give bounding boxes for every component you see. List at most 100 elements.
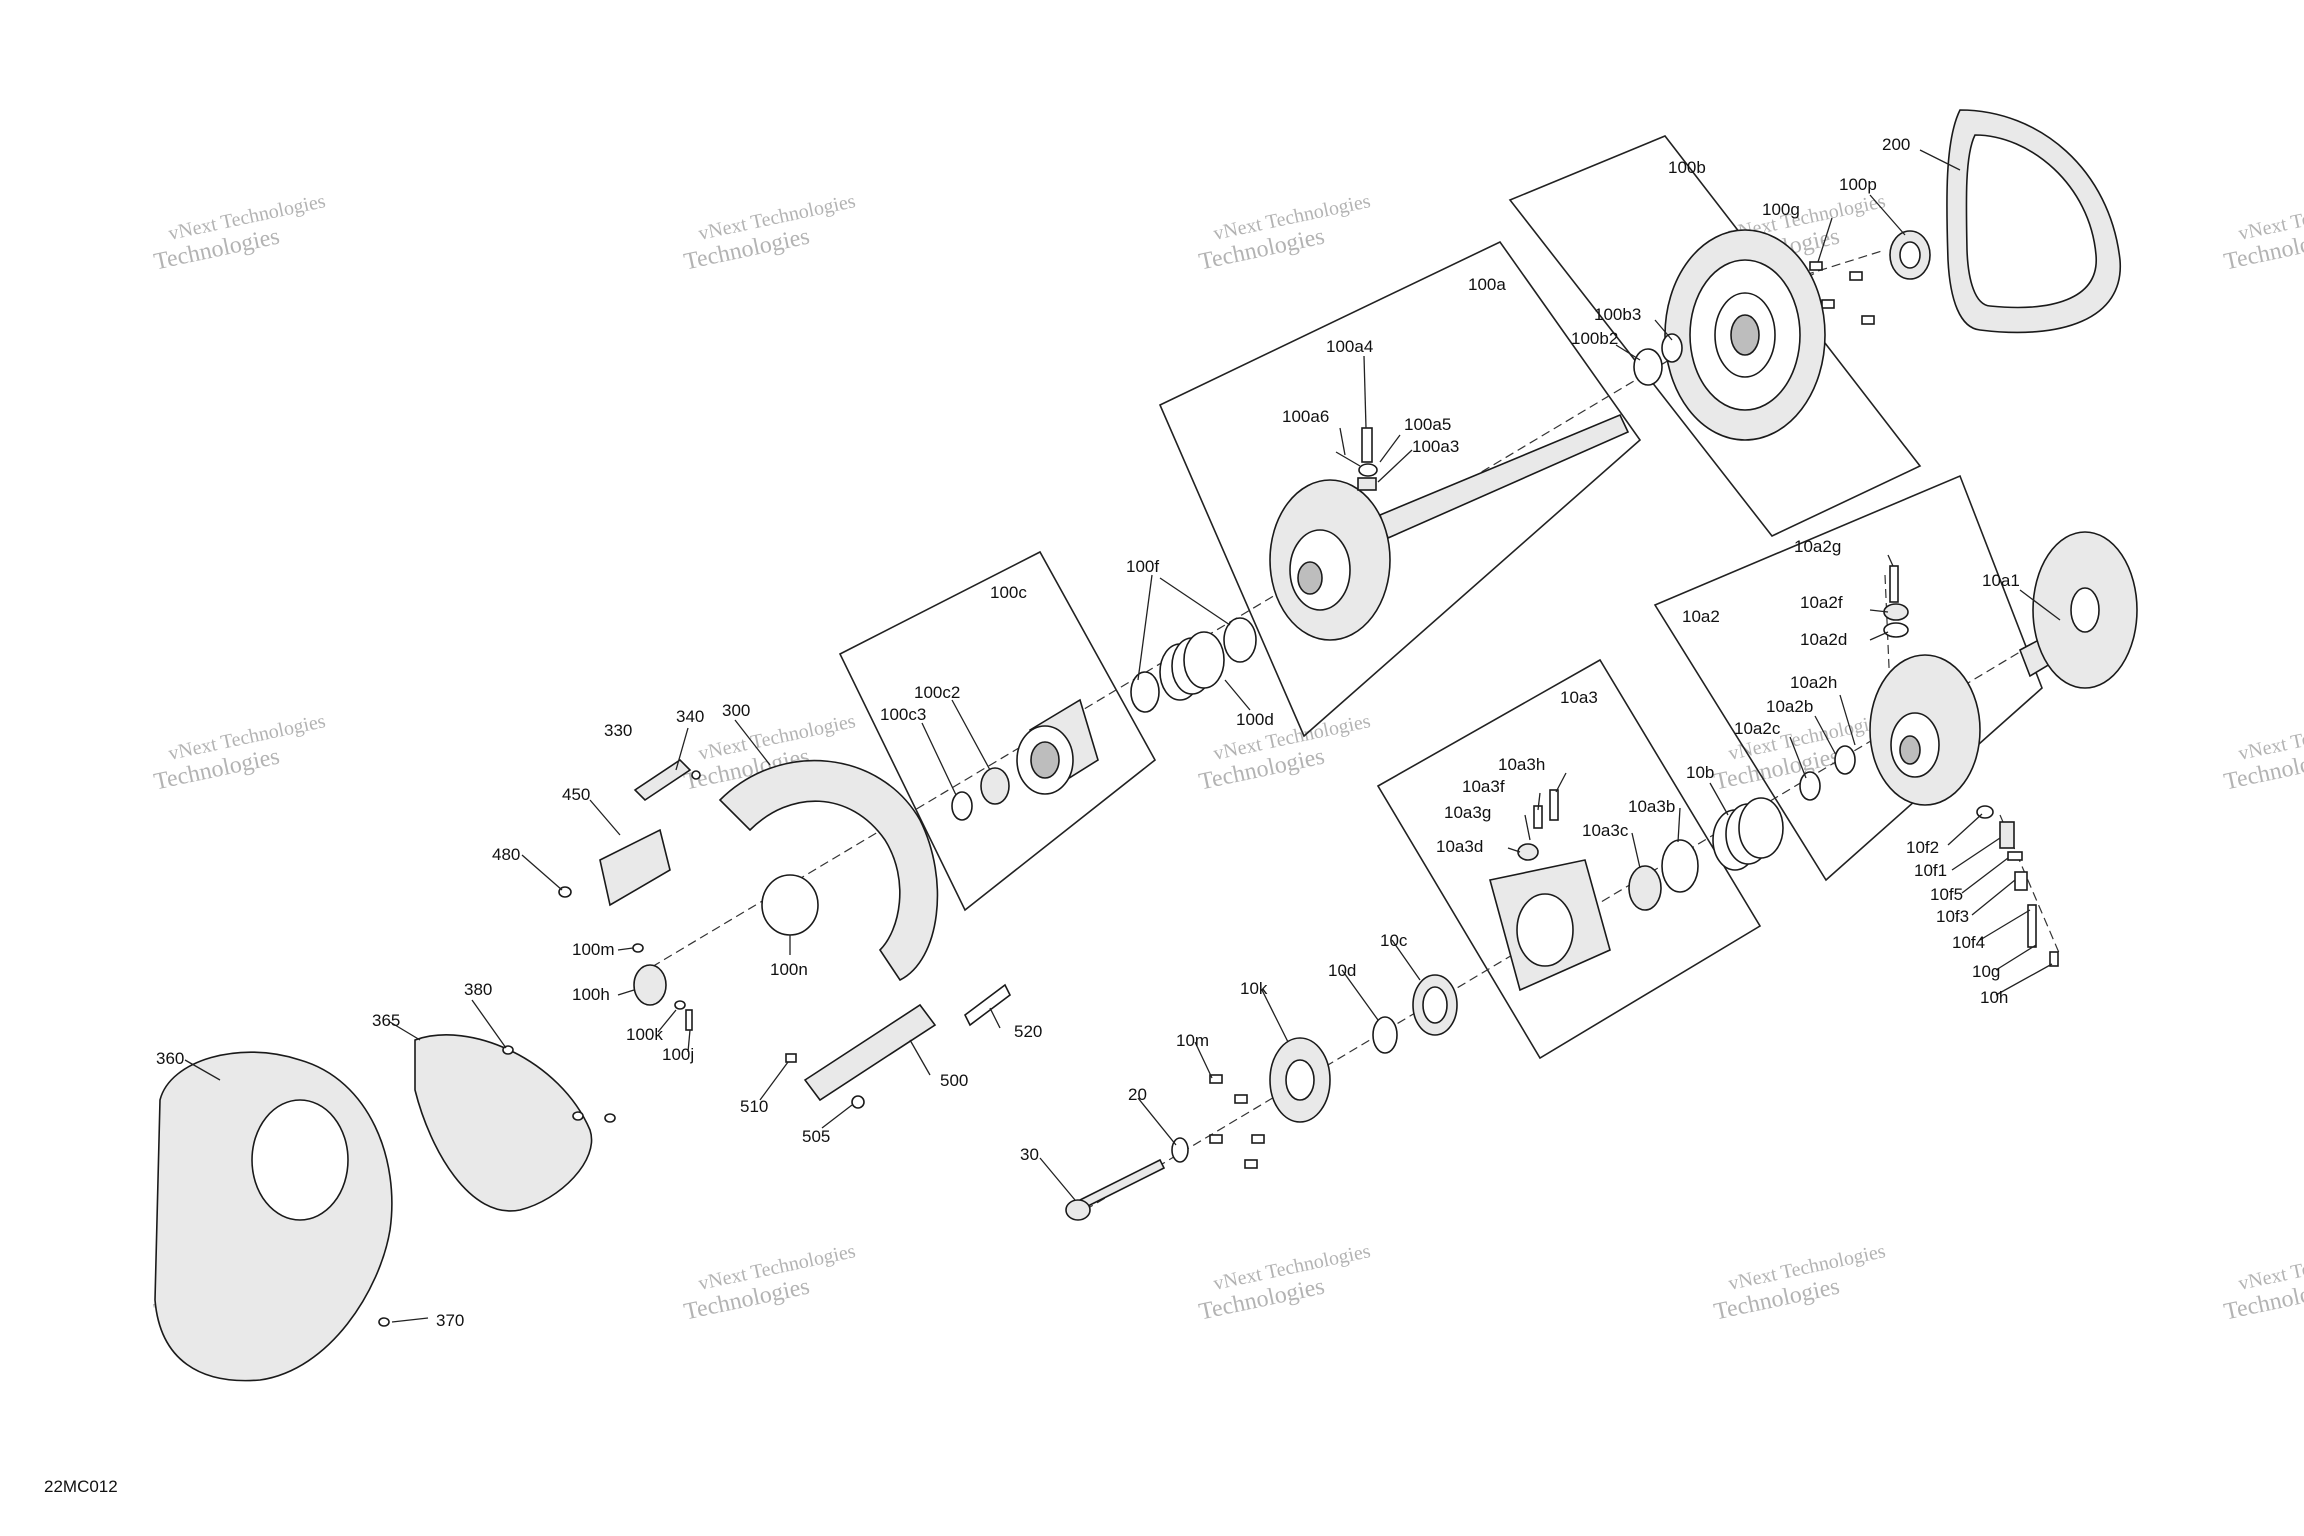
callout-300: 300 <box>722 701 750 720</box>
callout-100c: 100c <box>990 583 1027 602</box>
part-10a2g-bolt[interactable] <box>1889 565 1899 603</box>
part-100c3-ring[interactable] <box>951 791 973 821</box>
part-100m-pin[interactable] <box>632 943 644 953</box>
part-330-bracket[interactable] <box>633 758 692 802</box>
part-100n-washer[interactable] <box>761 874 819 936</box>
callout-10f4: 10f4 <box>1952 933 1985 952</box>
part-100k-washer[interactable] <box>674 1000 686 1010</box>
callout-100b2: 100b2 <box>1571 329 1618 348</box>
part-100a5-washer[interactable] <box>1358 463 1378 477</box>
callout-20: 20 <box>1128 1085 1147 1104</box>
callout-10a2h: 10a2h <box>1790 673 1837 692</box>
callout-100j: 100j <box>662 1045 694 1064</box>
part-100c2-bushing[interactable] <box>980 767 1010 805</box>
part-100h-bracket[interactable] <box>633 964 667 1006</box>
part-10a2h-ring[interactable] <box>1834 745 1856 775</box>
callout-labels: 100b 200 100p 100g 100a 100b3 100b2 100a… <box>156 135 2020 1330</box>
part-100f-small-ring[interactable] <box>1130 671 1160 713</box>
part-10k-cover[interactable] <box>1269 1037 1331 1123</box>
callout-100a6: 100a6 <box>1282 407 1329 426</box>
part-10a3b-ring[interactable] <box>1661 839 1699 893</box>
part-500-bracket[interactable] <box>803 1003 937 1102</box>
part-100p-bearing[interactable] <box>1889 230 1931 280</box>
part-100d-spring[interactable] <box>1159 631 1225 701</box>
part-100a6-pin[interactable] <box>1335 451 1361 467</box>
part-100b3-ring[interactable] <box>1661 333 1683 363</box>
callout-10a3f: 10a3f <box>1462 777 1505 796</box>
callout-10g: 10g <box>1972 962 2000 981</box>
part-10c-bearing[interactable] <box>1412 974 1458 1036</box>
part-20-washer[interactable] <box>1171 1137 1189 1163</box>
callout-30: 30 <box>1020 1145 1039 1164</box>
callout-10b: 10b <box>1686 763 1714 782</box>
part-505-nut[interactable] <box>851 1095 865 1109</box>
callout-100h: 100h <box>572 985 610 1004</box>
part-100a-movable-sheave[interactable] <box>1269 413 1630 641</box>
part-520-clip[interactable] <box>963 983 1012 1027</box>
callout-100a5: 100a5 <box>1404 415 1451 434</box>
callout-450: 450 <box>562 785 590 804</box>
callout-100p: 100p <box>1839 175 1877 194</box>
part-10f-rollers[interactable] <box>1976 805 2059 967</box>
part-100g-bolts[interactable] <box>1809 261 1875 325</box>
callout-200: 200 <box>1882 135 1910 154</box>
callout-100g: 100g <box>1762 200 1800 219</box>
callout-10a2b: 10a2b <box>1766 697 1813 716</box>
group-box-100a <box>1158 240 1642 738</box>
callout-100b3: 100b3 <box>1594 305 1641 324</box>
part-510-screw[interactable] <box>785 1053 797 1063</box>
part-10a2d-washer[interactable] <box>1883 622 1909 638</box>
callout-100a3: 100a3 <box>1412 437 1459 456</box>
callout-100m: 100m <box>572 940 615 959</box>
callout-100a: 100a <box>1468 275 1506 294</box>
callout-10a3c: 10a3c <box>1582 821 1629 840</box>
callout-340: 340 <box>676 707 704 726</box>
part-10a3d-cap[interactable] <box>1517 843 1539 861</box>
part-300-guard[interactable] <box>718 759 939 982</box>
callout-510: 510 <box>740 1097 768 1116</box>
part-10b-spring[interactable] <box>1712 797 1784 871</box>
callout-10a2: 10a2 <box>1682 607 1720 626</box>
part-100b2-bushing[interactable] <box>1633 348 1663 386</box>
group-box-100c <box>838 550 1157 912</box>
part-10a2-movable-sheave[interactable] <box>1869 654 1981 806</box>
callout-380: 380 <box>464 980 492 999</box>
callout-10h: 10h <box>1980 988 2008 1007</box>
callout-10a2g: 10a2g <box>1794 537 1841 556</box>
part-370-nut[interactable] <box>378 1317 390 1327</box>
callout-500: 500 <box>940 1071 968 1090</box>
part-100a4-bolt[interactable] <box>1361 427 1373 463</box>
callout-520: 520 <box>1014 1022 1042 1041</box>
part-100b-fixed-sheave[interactable] <box>1664 229 1826 441</box>
part-10d-ring[interactable] <box>1372 1016 1398 1054</box>
part-100c-spider[interactable] <box>1016 698 1099 795</box>
part-100j-screw[interactable] <box>685 1009 693 1031</box>
part-10a2c-ring[interactable] <box>1799 771 1821 801</box>
part-380-screws[interactable] <box>502 1045 616 1123</box>
part-10a1-fixed-sheave[interactable] <box>2018 531 2138 689</box>
part-100f-ring[interactable] <box>1223 617 1257 663</box>
part-10a3h-bolt[interactable] <box>1549 789 1559 821</box>
part-10m-screws[interactable] <box>1209 1074 1265 1169</box>
part-100a3-spacer[interactable] <box>1357 477 1377 491</box>
part-30-bolt[interactable] <box>1065 1158 1166 1221</box>
callout-10f1: 10f1 <box>1914 861 1947 880</box>
part-10a3c-ring[interactable] <box>1628 865 1662 911</box>
callout-10a3d: 10a3d <box>1436 837 1483 856</box>
group-box-100b <box>1508 135 1922 537</box>
group-box-10a3 <box>1376 658 1762 1060</box>
part-200-drive-belt[interactable] <box>1946 109 2121 334</box>
part-450-clip[interactable] <box>599 828 671 907</box>
callout-480: 480 <box>492 845 520 864</box>
part-10a3-housing[interactable] <box>1489 859 1611 992</box>
part-340-screw[interactable] <box>691 770 701 780</box>
callout-100b: 100b <box>1668 158 1706 177</box>
part-360-housing[interactable] <box>154 1051 393 1382</box>
callout-100k: 100k <box>626 1025 663 1044</box>
callout-10f2: 10f2 <box>1906 838 1939 857</box>
diagram-id: 22MC012 <box>44 1477 118 1496</box>
callout-10a3b: 10a3b <box>1628 797 1675 816</box>
part-365-cover[interactable] <box>414 1034 593 1212</box>
